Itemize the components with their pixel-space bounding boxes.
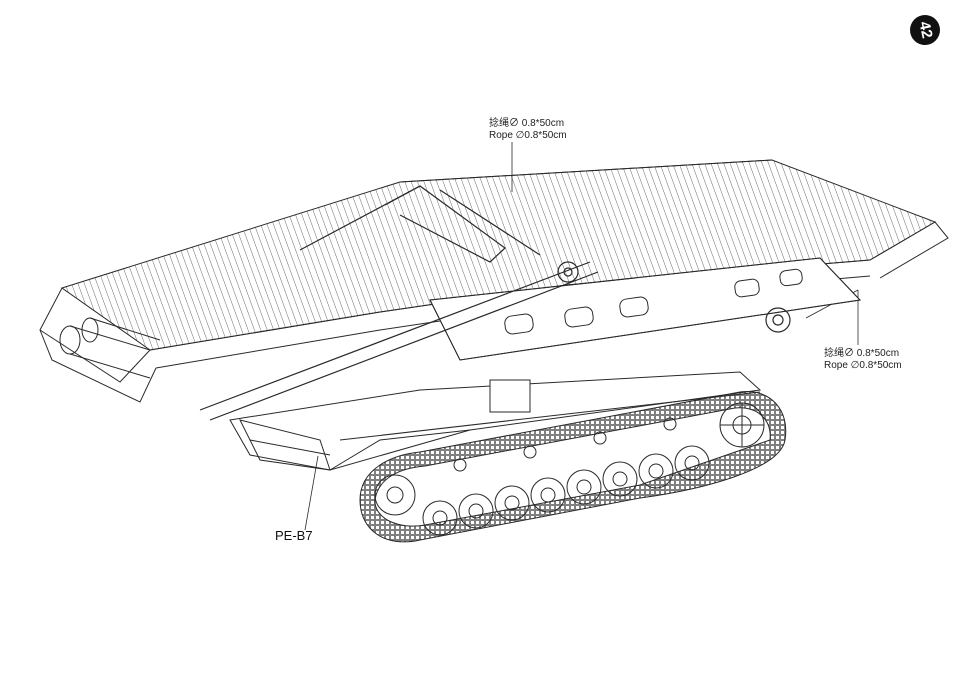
front-plate [239,419,331,471]
rope-callout-right-cn: 捻绳∅ 0.8*50cm [824,348,900,359]
rope-callout-right: 捻绳∅ 0.8*50cm Rope ∅0.8*50cm [824,348,902,372]
track-assembly [359,391,787,543]
rope-callout-top: 捻绳∅ 0.8*50cm Rope ∅0.8*50cm [489,118,567,142]
part-label-pe-b7: PE-B7 [275,528,313,543]
rope-callout-right-en: Rope ∅0.8*50cm [824,360,902,371]
launch-frame [199,185,791,421]
bridge-deck [39,159,949,403]
tank-hull [229,371,762,471]
rope-callout-top-cn: 捻绳∅ 0.8*50cm [489,118,565,129]
rope-callout-top-en: Rope ∅0.8*50cm [489,130,567,141]
return-rollers [453,417,677,472]
deck-cutouts [504,268,803,335]
road-wheels [374,402,765,536]
deck-rollers [59,317,161,379]
